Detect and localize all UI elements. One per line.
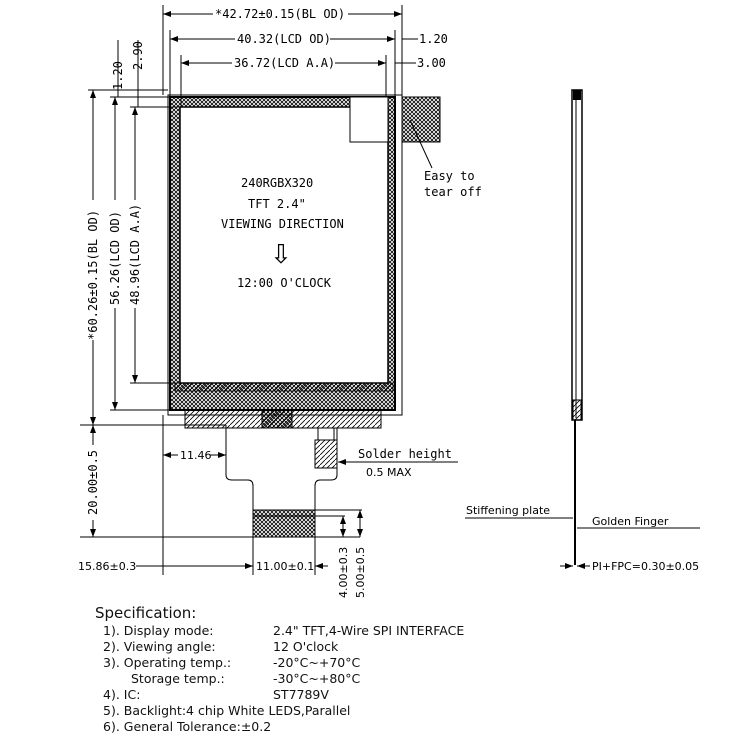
spec-item: 1). Display mode: 2.4" TFT,4-Wire SPI INT… [95,623,464,639]
bl-od-height-label: *60.26±0.15(BL OD) [86,210,100,340]
pi-fpc-label: PI+FPC=0.30±0.05 [592,560,699,573]
solder-note-1: Solder height [358,447,452,461]
tear-note-1: Easy to [424,169,475,183]
spec-key: Storage temp.: [131,671,225,686]
viewing-direction-label: VIEWING DIRECTION [221,217,344,231]
finger-length-a-label: 4.00±0.3 [337,547,350,598]
spec-title: Specification: [95,604,197,622]
side-view: Stiffening plate Golden Finger PI+FPC=0.… [465,89,700,573]
golden-finger-label: Golden Finger [592,515,669,528]
lcd-aa-height-label: 48.96(LCD A.A) [128,204,142,305]
spec-item: Storage temp.: -30°C~+80°C [95,671,464,687]
spec-key: 3). Operating temp.: [103,655,232,670]
spec-value: -30°C~+80°C [273,671,361,686]
top-margin-aa-label: 2.90 [131,41,145,70]
lcd-aa-width-label: 36.72(LCD A.A) [234,56,335,70]
bl-od-width-label: *42.72±0.15(BL OD) [215,7,345,21]
finger-width-label: 11.00±0.1 [256,560,314,573]
specification-block: Specification: 1). Display mode: 2.4" TFT… [95,605,464,735]
lcd-module-front: 240RGBX320 TFT 2.4" VIEWING DIRECTION ⇩ … [167,94,441,429]
fpc-offset-label: 11.46 [180,449,212,462]
spec-value: -20°C~+70°C [273,655,361,670]
finger-offset-label: 15.86±0.3 [78,560,136,573]
spec-key: 5). Backlight:4 chip White LEDS,Parallel [103,703,351,718]
solder-note-2: 0.5 MAX [366,466,412,479]
spec-item: 4). IC: ST7789V [95,687,464,703]
clock-label: 12:00 O'CLOCK [237,276,332,290]
spec-value: 12 O'clock [273,639,339,654]
viewing-arrow-icon: ⇩ [270,240,292,270]
spec-key: 1). Display mode: [103,623,214,638]
left-dimensions: *60.26±0.15(BL OD) 56.26(LCD OD) 48.96(L… [80,40,360,538]
spec-value: ST7789V [273,687,329,702]
fpc-length-label: 20.00±0.5 [86,450,100,515]
stiffening-plate-label: Stiffening plate [466,504,550,517]
spec-item: 5). Backlight:4 chip White LEDS,Parallel [95,703,464,719]
top-dimensions: *42.72±0.15(BL OD) 40.32(LCD OD) 1.20 36… [162,5,448,107]
spec-item: 6). General Tolerance:±0.2 [95,719,464,735]
spec-key: 2). Viewing angle: [103,639,216,654]
resolution-label: 240RGBX320 [241,176,313,190]
spec-item: 3). Operating temp.: -20°C~+70°C [95,655,464,671]
spec-key: 4). IC: [103,687,141,702]
right-margin-od-label: 1.20 [419,32,448,46]
tear-leader [409,119,433,169]
fpc: Solder height 0.5 MAX 11.46 15.86±0.3 11… [78,415,458,598]
tft-size-label: TFT 2.4" [248,197,306,211]
spec-item: 2). Viewing angle: 12 O'clock [95,639,464,655]
lcd-od-height-label: 56.26(LCD OD) [108,211,122,305]
spec-key: 6). General Tolerance:±0.2 [103,719,272,734]
spec-value: 2.4" TFT,4-Wire SPI INTERFACE [273,623,465,638]
lcd-od-width-label: 40.32(LCD OD) [237,32,331,46]
tear-note-2: tear off [424,185,482,199]
finger-length-b-label: 5.00±0.5 [354,547,367,598]
top-margin-od-label: 1.20 [111,61,125,90]
right-margin-aa-label: 3.00 [417,56,446,70]
